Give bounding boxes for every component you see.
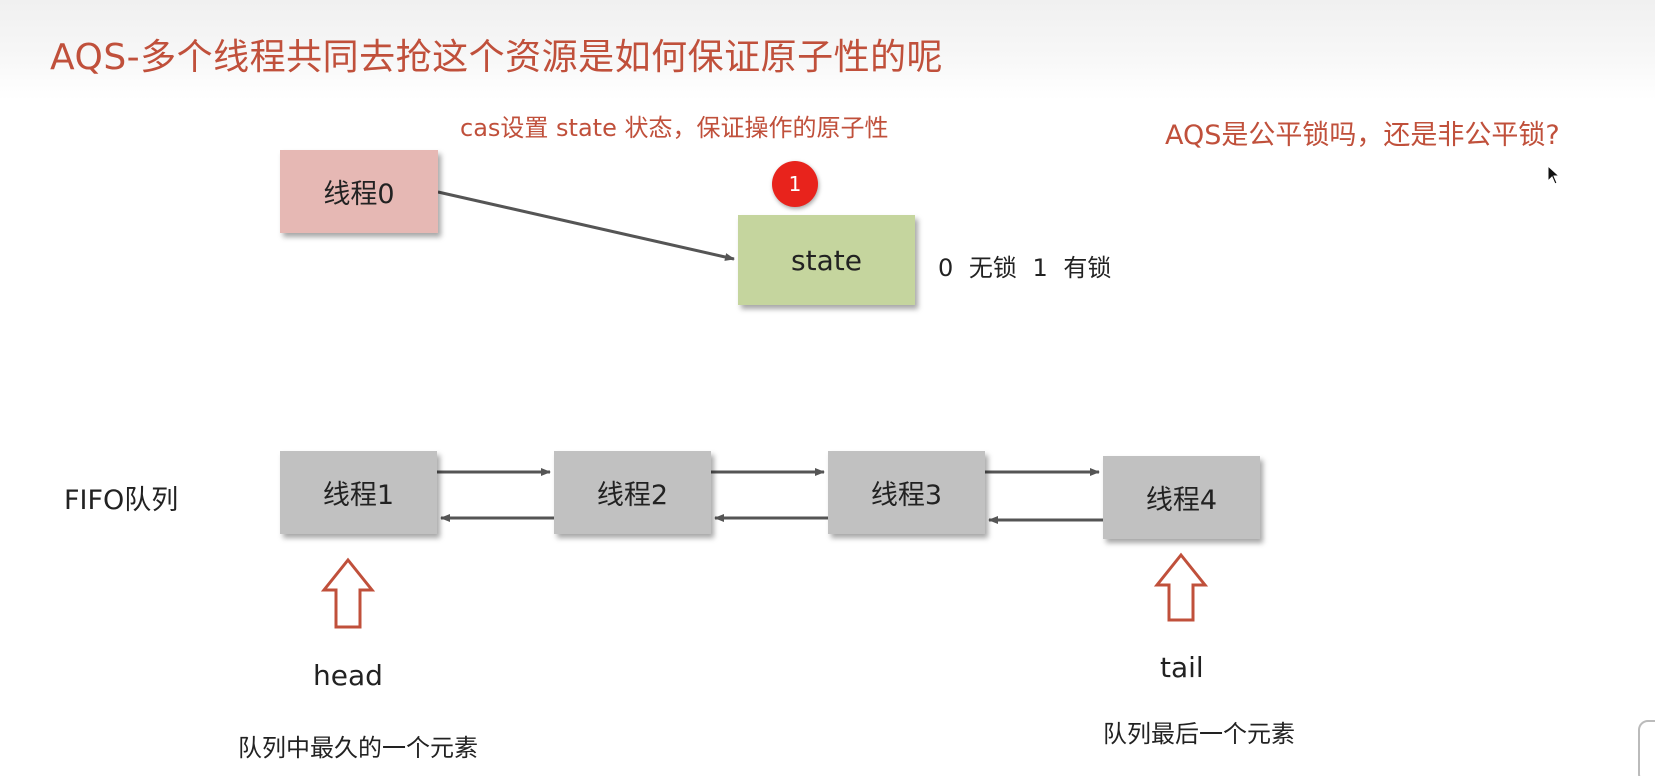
queue-node-2: 线程2 — [554, 451, 711, 534]
cas-note: cas设置 state 状态，保证操作的原子性 — [460, 114, 889, 142]
queue-node-1: 线程1 — [280, 451, 437, 534]
queue-node-3: 线程3 — [828, 451, 985, 534]
head-description: 队列中最久的一个元素 — [238, 734, 478, 762]
step-badge-number: 1 — [788, 172, 802, 196]
lock-state-legend: 0 无锁 1 有锁 — [938, 254, 1112, 282]
state-label: state — [791, 243, 862, 277]
title-band — [0, 0, 1655, 100]
head-label: head — [313, 659, 383, 692]
tail-description: 队列最后一个元素 — [1103, 720, 1295, 748]
edge-scroll-handle[interactable] — [1638, 720, 1655, 776]
head-pointer-icon — [320, 557, 376, 629]
tail-label: tail — [1160, 651, 1204, 684]
tail-pointer-icon — [1153, 552, 1209, 622]
queue-node-4: 线程4 — [1103, 456, 1260, 539]
step-badge: 1 — [772, 161, 818, 207]
fifo-queue-label: FIFO队列 — [64, 485, 179, 516]
thread0-to-state-arrow — [437, 190, 735, 261]
queue-node-3-label: 线程3 — [870, 480, 943, 511]
fairness-question: AQS是公平锁吗，还是非公平锁? — [1165, 120, 1560, 151]
queue-node-2-label: 线程2 — [596, 480, 669, 511]
queue-node-4-label: 线程4 — [1145, 485, 1218, 516]
state-box: state — [738, 215, 915, 305]
thread0-box: 线程0 — [280, 150, 438, 233]
thread0-label: 线程0 — [323, 179, 395, 210]
mouse-pointer-icon — [1547, 165, 1561, 185]
slide-title: AQS-多个线程共同去抢这个资源是如何保证原子性的呢 — [50, 37, 944, 78]
queue-node-1-label: 线程1 — [322, 480, 395, 511]
